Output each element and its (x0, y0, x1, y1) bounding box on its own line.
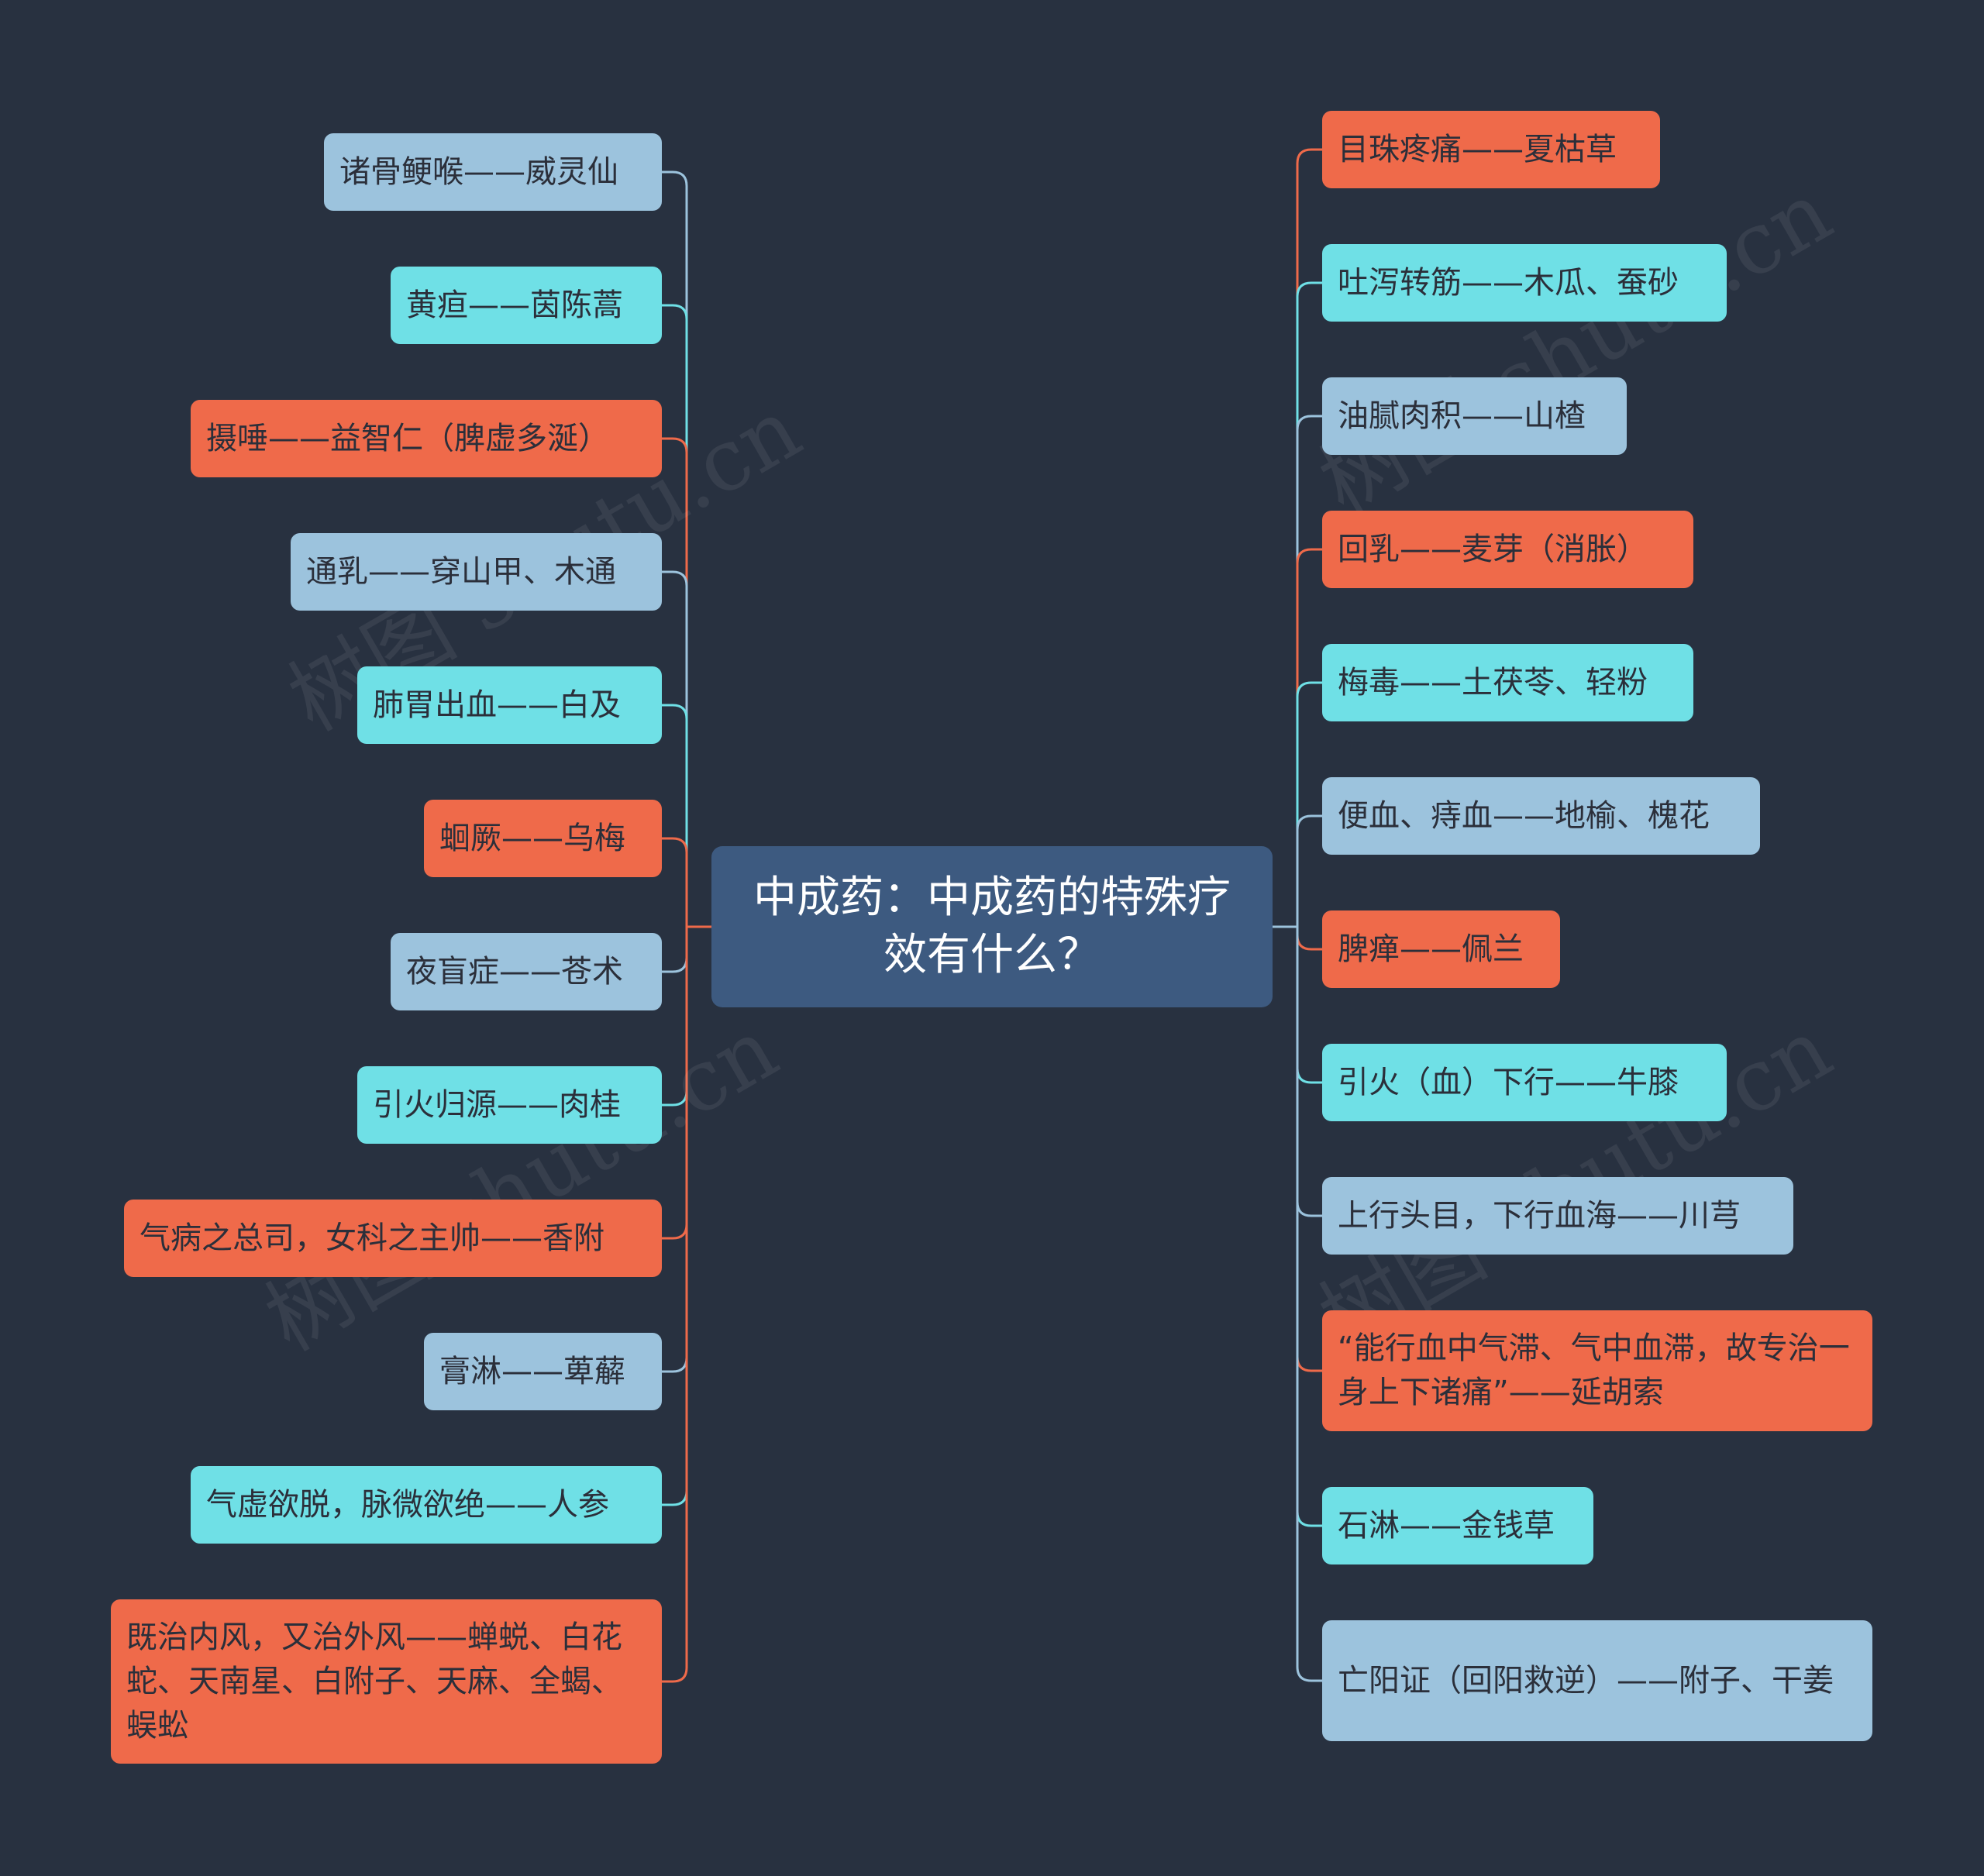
left-connector-line (662, 925, 711, 1683)
right-connector-line (1273, 148, 1322, 928)
right-topic[interactable]: 脾瘅——佩兰 (1322, 910, 1560, 988)
left-connector-line (662, 837, 711, 928)
right-topic[interactable]: 石淋——金钱草 (1322, 1487, 1593, 1564)
right-topic[interactable]: 吐泻转筋——木瓜、蚕砂 (1322, 244, 1727, 322)
left-connector-line (662, 170, 711, 928)
root-topic[interactable]: 中成药：中成药的特殊疗效有什么？ (711, 846, 1273, 1007)
left-topic[interactable]: 诸骨鲠喉——威灵仙 (324, 133, 662, 211)
left-topic[interactable]: 蛔厥——乌梅 (424, 800, 662, 877)
right-connector-line (1273, 925, 1322, 1682)
left-connector-line (662, 437, 711, 928)
right-topic[interactable]: 油腻肉积——山楂 (1322, 377, 1627, 455)
left-topic[interactable]: 引火归源——肉桂 (357, 1066, 662, 1144)
right-connector-line (1273, 415, 1322, 928)
right-topic[interactable]: 回乳——麦芽（消胀） (1322, 511, 1693, 588)
right-topic[interactable]: 梅毒——土茯苓、轻粉 (1322, 644, 1693, 721)
left-topic[interactable]: 气病之总司，女科之主帅——香附 (124, 1200, 662, 1277)
right-connector-line (1273, 681, 1322, 928)
left-topic[interactable]: 气虚欲脱，脉微欲绝——人参 (191, 1466, 662, 1544)
right-topic[interactable]: 便血、痔血——地榆、槐花 (1322, 777, 1760, 855)
right-connector-line (1273, 814, 1322, 928)
left-topic[interactable]: 摄唾——益智仁（脾虚多涎） (191, 400, 662, 477)
right-connector-line (1273, 281, 1322, 928)
right-topic[interactable]: 引火（血）下行——牛膝 (1322, 1044, 1727, 1121)
left-topic[interactable]: 通乳——穿山甲、木通 (291, 533, 662, 611)
left-topic[interactable]: 黄疸——茵陈蒿 (391, 267, 662, 344)
left-connector-line (662, 304, 711, 928)
right-topic[interactable]: 亡阳证（回阳救逆）——附子、干姜 (1322, 1620, 1872, 1741)
left-connector-line (662, 704, 711, 928)
right-topic[interactable]: 上行头目，下行血海——川芎 (1322, 1177, 1793, 1255)
left-topic[interactable]: 既治内风，又治外风——蝉蜕、白花蛇、天南星、白附子、天麻、全蝎、蜈蚣 (111, 1599, 662, 1764)
left-topic[interactable]: 膏淋——萆薢 (424, 1333, 662, 1410)
right-topic[interactable]: 目珠疼痛——夏枯草 (1322, 111, 1660, 188)
left-topic[interactable]: 夜盲症——苍术 (391, 933, 662, 1010)
right-connector-line (1273, 548, 1322, 928)
left-topic[interactable]: 肺胃出血——白及 (357, 666, 662, 744)
left-connector-line (662, 570, 711, 928)
right-topic[interactable]: “能行血中气滞、气中血滞，故专治一身上下诸痛”——延胡索 (1322, 1310, 1872, 1431)
